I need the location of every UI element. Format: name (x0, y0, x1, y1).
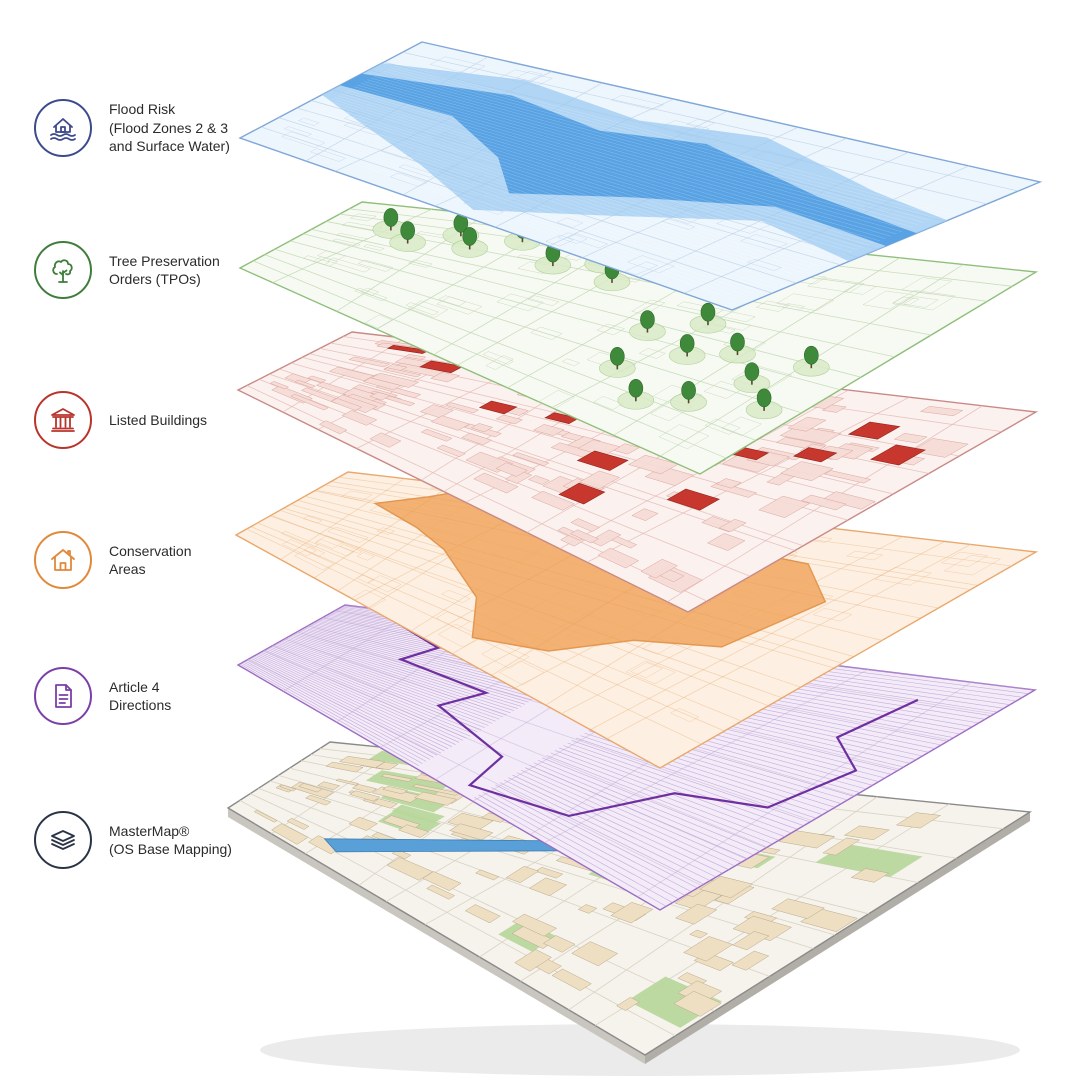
layer-tree (238, 201, 1039, 475)
legend-label-listed-buildings: Listed Buildings (109, 411, 207, 430)
legend-line: (Flood Zones 2 & 3 (109, 119, 229, 136)
legend-item-mastermap: MasterMap® (OS Base Mapping) (34, 808, 274, 872)
legend-line: (OS Base Mapping) (109, 841, 232, 857)
legend-item-flood-risk: Flood Risk(Flood Zones 2 & 3 and Surface … (34, 96, 274, 160)
legend-item-article-4: Article 4 Directions (34, 664, 274, 728)
legend-line: Orders (TPOs) (109, 271, 201, 287)
legend-line: Conservation (109, 542, 192, 559)
legend-line: Article 4 (109, 678, 160, 695)
legend-label-article-4: Article 4 Directions (109, 678, 171, 715)
layer-flood (238, 41, 1043, 311)
stacked-layers-icon (34, 811, 92, 869)
document-icon (34, 667, 92, 725)
legend-line: Flood Risk (109, 101, 176, 118)
flood-house-icon (34, 99, 92, 157)
legend-line: Tree Preservation (109, 252, 220, 269)
layer-conservation (234, 471, 1039, 769)
legend-label-flood-risk: Flood Risk(Flood Zones 2 & 3 and Surface … (109, 100, 230, 156)
legend-line: and Surface Water) (109, 138, 230, 155)
legend-line: MasterMap® (109, 822, 190, 839)
columned-building-icon (34, 391, 92, 449)
legend-line: Directions (109, 697, 172, 713)
house-outline-icon (34, 531, 92, 589)
legend-line: Listed Buildings (109, 411, 208, 428)
tree-icon (34, 241, 92, 299)
legend-label-mastermap: MasterMap® (OS Base Mapping) (109, 822, 232, 859)
legend-item-listed-buildings: Listed Buildings (34, 388, 274, 452)
legend-line: Areas (109, 561, 146, 577)
